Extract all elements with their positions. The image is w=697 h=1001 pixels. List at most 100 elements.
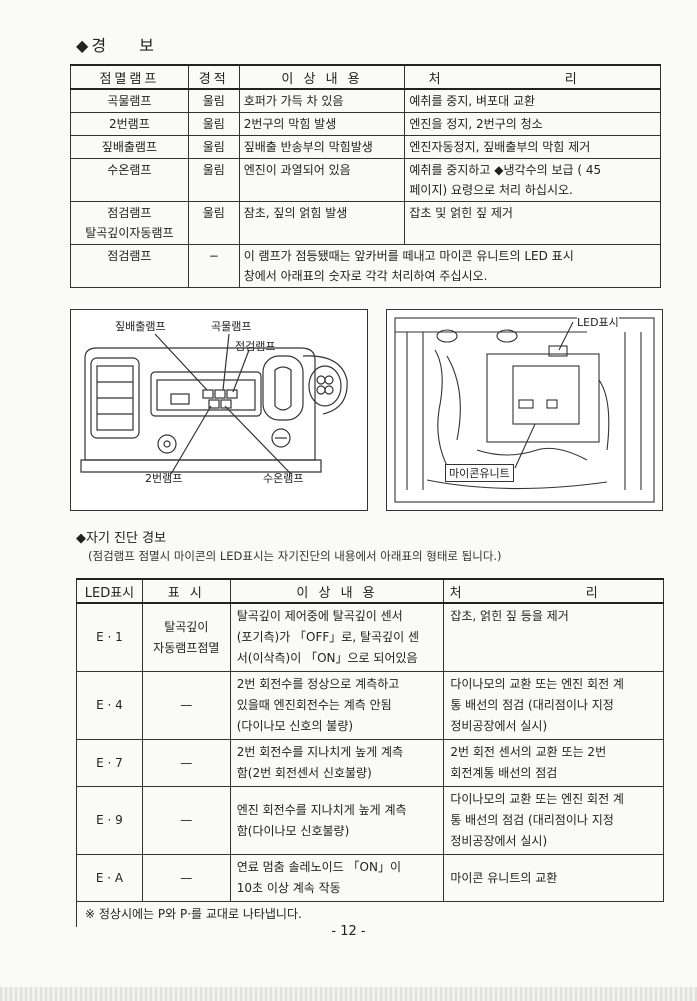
cause-line: 2번 회전수를 지나치게 높게 계측 bbox=[236, 745, 404, 759]
action-line: 다이나모의 교환 또는 엔진 회전 계 bbox=[450, 792, 624, 806]
header-cause: 이 상 내 용 bbox=[229, 578, 445, 604]
cause-line: 10초 이상 계속 작동 bbox=[236, 881, 341, 895]
header-cause: 이 상 내 용 bbox=[238, 64, 406, 90]
action-line: 정비공장에서 실시) bbox=[450, 834, 548, 848]
diamond-bullet-icon: ◆ bbox=[76, 36, 90, 55]
diamond-bullet-icon: ◆ bbox=[76, 531, 86, 546]
instruction-line: 창에서 아래표의 숫자로 각각 처리하여 주십시오. bbox=[243, 269, 488, 283]
cause-line: 함(2번 회전센서 신호불량) bbox=[236, 766, 372, 780]
action-cell: 잡초 및 얽힌 짚 제거 bbox=[404, 201, 661, 245]
action-cell: 예취를 중지, 벼포대 교환 bbox=[404, 88, 661, 113]
action-cell: 잡초, 얽힌 짚 등을 제거 bbox=[443, 602, 664, 672]
table-header-row: LED표시 표 시 이 상 내 용 처 리 bbox=[76, 578, 664, 604]
led-code-cell: E · 7 bbox=[76, 739, 143, 787]
cause-cell: 2번구의 막힘 발생 bbox=[238, 112, 406, 136]
cause-cell: 엔진이 과열되어 있음 bbox=[238, 158, 406, 202]
lamp-line: 점검램프 bbox=[107, 206, 152, 220]
lamp-line: 탈곡깊이자동램프 bbox=[85, 226, 174, 240]
display-line: 탈곡깊이 bbox=[164, 619, 209, 634]
action-cell: 엔진을 정지, 2번구의 청소 bbox=[404, 112, 661, 136]
header-action-text: 처 리 bbox=[428, 71, 637, 87]
cause-cell: 2번 회전수를 정상으로 계측하고 있을때 엔진회전수는 계측 안됨 (다이나모… bbox=[229, 671, 445, 740]
merged-instruction-cell: 이 램프가 점등됐때는 앞카버를 떼내고 마이콘 유니트의 LED 표시 창에서… bbox=[238, 244, 662, 288]
table-row: E · 1 탈곡깊이 자동램프점멸 탈곡깊이 제어중에 탈곡깊이 센서 (포기측… bbox=[76, 602, 664, 672]
section-title: 경 보 bbox=[91, 36, 168, 55]
check-lamp-label: 점검램프 bbox=[235, 340, 276, 353]
cause-cell: 2번 회전수를 지나치게 높게 계측 함(2번 회전센서 신호불량) bbox=[229, 739, 445, 787]
table-row: 2번램프 울림 2번구의 막힘 발생 엔진을 정지, 2번구의 청소 bbox=[70, 112, 661, 136]
instruction-line: 이 램프가 점등됐때는 앞카버를 떼내고 마이콘 유니트의 LED 표시 bbox=[243, 249, 574, 263]
cause-line: 2번 회전수를 정상으로 계측하고 bbox=[236, 677, 400, 691]
horn-cell: 울림 bbox=[187, 112, 240, 136]
table-row: 점검램프 − 이 램프가 점등됐때는 앞카버를 떼내고 마이콘 유니트의 LED… bbox=[70, 244, 662, 288]
action-line: 통 배선의 점검 (대리점이나 지정 bbox=[450, 698, 614, 712]
lamp-cell: 점검램프 bbox=[70, 244, 189, 288]
header-action: 처 리 bbox=[443, 578, 664, 604]
cause-line: 서(이삭측)이 「ON」으로 되어있음 bbox=[236, 651, 418, 665]
display-cell: — bbox=[141, 854, 231, 902]
grain-lamp-label: 곡물램프 bbox=[211, 320, 252, 333]
cause-line: 탈곡깊이 제어중에 탈곡깊이 센서 bbox=[236, 609, 403, 623]
action-cell: 2번 회전 센서의 교환 또는 2번 회전계통 배선의 점검 bbox=[443, 739, 664, 787]
led-code-cell: E · 9 bbox=[76, 786, 143, 855]
table-row: E · 9 — 엔진 회전수를 지나치게 높게 계측 함(다이나모 신호불량) … bbox=[76, 786, 664, 855]
section-heading-alarm: ◆경 보 bbox=[76, 32, 168, 56]
water-temp-lamp-label: 수온램프 bbox=[263, 472, 304, 485]
header-display: 표 시 bbox=[141, 578, 231, 604]
action-cell: 다이나모의 교환 또는 엔진 회전 계 통 배선의 점검 (대리점이나 지정 정… bbox=[443, 786, 664, 855]
table-row: E · 7 — 2번 회전수를 지나치게 높게 계측 함(2번 회전센서 신호불… bbox=[76, 739, 664, 787]
action-line: 회전계통 배선의 점검 bbox=[450, 766, 558, 780]
horn-cell: − bbox=[187, 244, 240, 288]
table-row: E · 4 — 2번 회전수를 정상으로 계측하고 있을때 엔진회전수는 계측 … bbox=[76, 671, 664, 740]
header-horn: 경적 bbox=[187, 64, 240, 90]
section-note: (점검램프 점멸시 마이콘의 LED표시는 자기진단의 내용에서 아래표의 형태… bbox=[88, 549, 502, 563]
cause-line: 엔진 회전수를 지나치게 높게 계측 bbox=[236, 802, 407, 817]
led-code-cell: E · 1 bbox=[76, 602, 143, 672]
led-display-label: LED표시 bbox=[577, 314, 619, 330]
cause-cell: 호퍼가 가득 차 있음 bbox=[238, 88, 406, 113]
display-cell: — bbox=[141, 786, 231, 855]
table-header-row: 점멸램프 경적 이 상 내 용 처 리 bbox=[70, 64, 661, 90]
cause-cell: 잠초, 짚의 얽힘 발생 bbox=[238, 201, 406, 245]
lamp-cell: 점검램프 탈곡깊이자동램프 bbox=[70, 201, 189, 245]
horn-cell: 울림 bbox=[187, 201, 240, 245]
table-row: 점검램프 탈곡깊이자동램프 울림 잠초, 짚의 얽힘 발생 잡초 및 얽힌 짚 … bbox=[70, 201, 661, 245]
header-led: LED표시 bbox=[76, 578, 143, 604]
horn-cell: 울림 bbox=[187, 158, 240, 202]
lamp-cell: 수온램프 bbox=[70, 158, 189, 202]
header-action: 처 리 bbox=[404, 64, 661, 90]
action-cell: 다이나모의 교환 또는 엔진 회전 계 통 배선의 점검 (대리점이나 지정 정… bbox=[443, 671, 664, 740]
cause-cell: 연료 멈춤 솔레노이드 「ON」이 10초 이상 계속 작동 bbox=[229, 854, 445, 902]
section-heading-self-diagnosis: ◆자기 진단 경보 bbox=[76, 527, 166, 546]
action-cell: 마이콘 유니트의 교환 bbox=[443, 854, 664, 902]
header-lamp: 점멸램프 bbox=[70, 64, 189, 90]
footnote: ※ 정상시에는 P와 P·를 교대로 나타냅니다. bbox=[76, 901, 664, 927]
cause-line: 연료 멈춤 솔레노이드 「ON」이 bbox=[236, 860, 401, 874]
action-line: 예취를 중지하고 ◆냉각수의 보급 ( 45 bbox=[409, 163, 602, 177]
cause-cell: 엔진 회전수를 지나치게 높게 계측 함(다이나모 신호불량) bbox=[229, 786, 445, 855]
micom-unit-label: 마이콘유니트 bbox=[445, 464, 514, 482]
table-row: 짚배출램프 울림 짚배출 반송부의 막힘발생 엔진자동정지, 짚배출부의 막힘 … bbox=[70, 135, 661, 159]
dashboard-illustration bbox=[80, 333, 348, 475]
lamp-cell: 2번램프 bbox=[70, 112, 189, 136]
display-cell: 탈곡깊이 자동램프점멸 bbox=[141, 602, 231, 672]
cause-line: (다이나모 신호의 불량) bbox=[236, 719, 354, 733]
table-row: E · A — 연료 멈춤 솔레노이드 「ON」이 10초 이상 계속 작동 마… bbox=[76, 854, 664, 902]
action-line: 잡초, 얽힌 짚 등을 제거 bbox=[450, 609, 569, 623]
display-cell: — bbox=[141, 671, 231, 740]
cause-line: 함(다이나모 신호불량) bbox=[236, 823, 350, 838]
header-cause-text: 이 상 내 용 bbox=[281, 71, 363, 87]
table-row: 곡물램프 울림 호퍼가 가득 차 있음 예취를 중지, 벼포대 교환 bbox=[70, 88, 661, 113]
scan-edge-strip bbox=[0, 987, 697, 1001]
table-row: 수온램프 울림 엔진이 과열되어 있음 예취를 중지하고 ◆냉각수의 보급 ( … bbox=[70, 158, 661, 202]
horn-cell: 울림 bbox=[187, 135, 240, 159]
micom-unit-figure: LED표시 마이콘유니트 bbox=[386, 309, 663, 511]
action-line: 2번 회전 센서의 교환 또는 2번 bbox=[450, 745, 607, 759]
straw-lamp-label: 짚배출램프 bbox=[115, 320, 166, 333]
header-action-text: 처 리 bbox=[449, 585, 658, 601]
page-number: - 12 - bbox=[331, 924, 366, 939]
cause-line: 있을때 엔진회전수는 계측 안됨 bbox=[236, 698, 392, 712]
led-code-cell: E · A bbox=[76, 854, 143, 902]
display-line: 자동램프점멸 bbox=[153, 640, 220, 655]
cause-cell: 탈곡깊이 제어중에 탈곡깊이 센서 (포기측)가 「OFF」로, 탈곡깊이 센 … bbox=[229, 602, 445, 672]
